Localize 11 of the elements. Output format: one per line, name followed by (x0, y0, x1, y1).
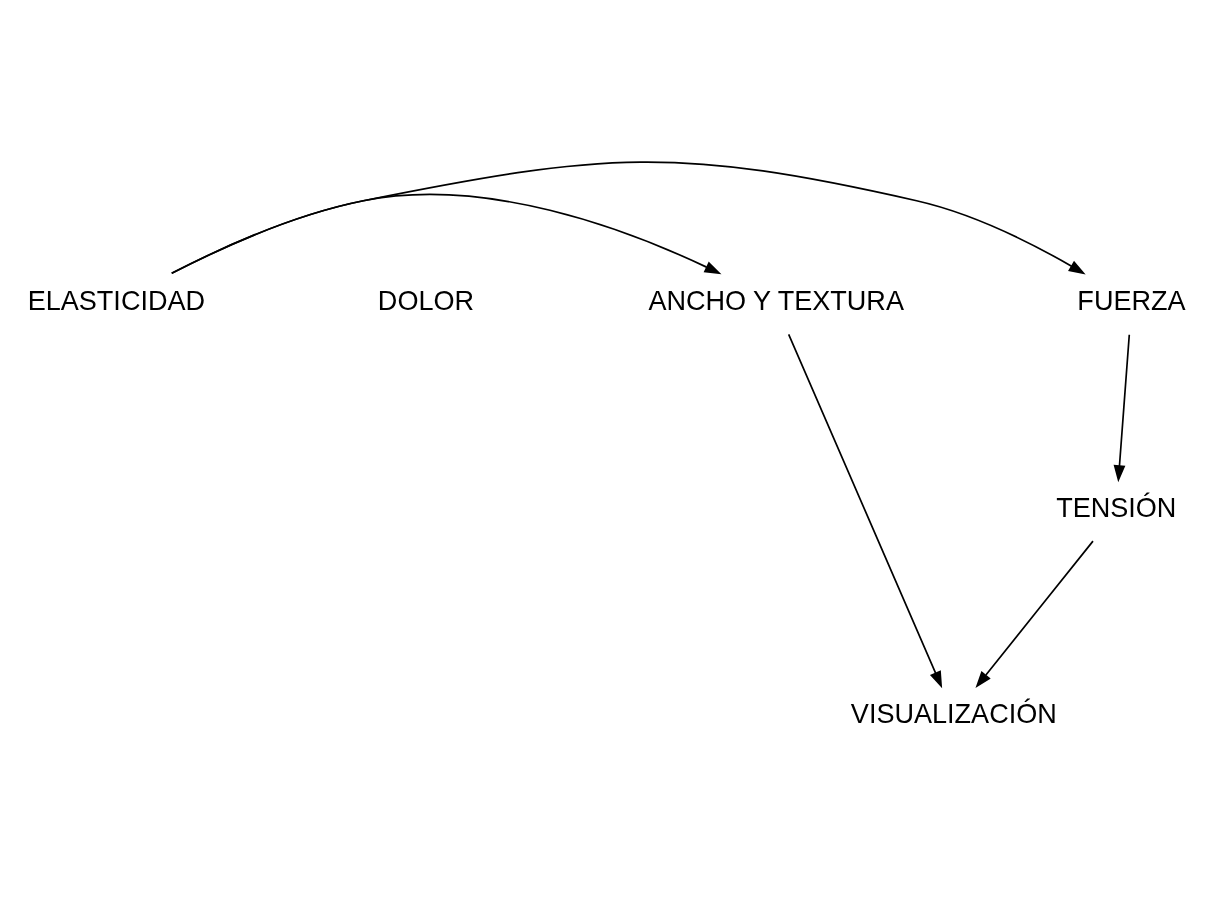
arrow (975, 540, 1094, 689)
arrow (1113, 333, 1131, 483)
node-text: ELASTICIDAD (27, 286, 206, 317)
node-text: TENSIÓN (1056, 492, 1177, 523)
node-text: FUERZA (1077, 286, 1186, 317)
node-text: ANCHO Y TEXTURA (648, 286, 904, 317)
arrow (787, 333, 943, 689)
label: DOLOR (377, 286, 475, 317)
node-text: VISUALIZACIÓN (850, 699, 1057, 730)
arrow (170, 193, 722, 275)
arrow (170, 161, 1086, 275)
